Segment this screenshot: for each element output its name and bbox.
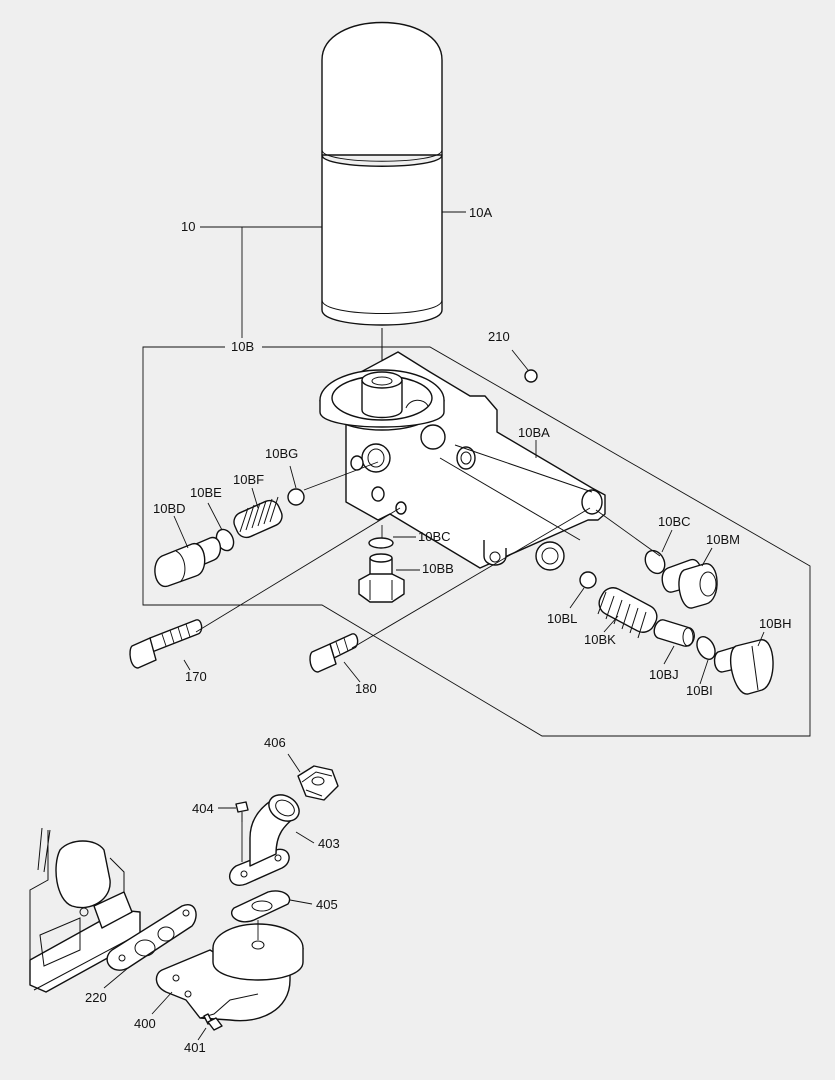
label-10bd: 10BD <box>153 501 186 516</box>
label-10ba: 10BA <box>518 425 550 440</box>
o-ring-10bc-bottom[interactable] <box>368 537 394 549</box>
gasket-220[interactable] <box>106 904 197 971</box>
o-ring-10bi[interactable] <box>693 634 718 663</box>
label-10bc-bottom: 10BC <box>418 529 451 544</box>
label-10bb: 10BB <box>422 561 454 576</box>
label-180: 180 <box>355 681 377 696</box>
fitting-10bb[interactable] <box>358 553 405 603</box>
assembly-boundary <box>142 346 811 737</box>
part-labels: 10 10A 10B 210 10BA 10BG 10BF 10BE 10BD … <box>85 205 792 1055</box>
label-400: 400 <box>134 1016 156 1031</box>
label-10bk: 10BK <box>584 632 616 647</box>
plug-10bd[interactable] <box>154 536 221 587</box>
label-406: 406 <box>264 735 286 750</box>
label-10bf: 10BF <box>233 472 264 487</box>
oil-filter-cartridge[interactable] <box>321 21 443 373</box>
bolt-170[interactable] <box>129 619 203 669</box>
filter-head-bracket[interactable] <box>319 351 606 571</box>
oil-filler-case-400[interactable] <box>155 923 304 1022</box>
filler-pipe-403[interactable] <box>228 790 304 886</box>
label-401: 401 <box>184 1040 206 1055</box>
plug-10bh[interactable] <box>713 639 774 695</box>
o-ring-10bc-right[interactable] <box>641 547 668 577</box>
label-10bc-right: 10BC <box>658 514 691 529</box>
check-ball-10bl[interactable] <box>579 571 597 589</box>
bolt-404[interactable] <box>235 801 249 822</box>
label-10: 10 <box>181 219 195 234</box>
piston-10bj[interactable] <box>653 619 695 647</box>
label-403: 403 <box>318 836 340 851</box>
label-220: 220 <box>85 990 107 1005</box>
label-10bi: 10BI <box>686 683 713 698</box>
label-10bm: 10BM <box>706 532 740 547</box>
label-404: 404 <box>192 801 214 816</box>
label-210: 210 <box>488 329 510 344</box>
label-405: 405 <box>316 897 338 912</box>
gasket-405[interactable] <box>231 890 291 923</box>
label-10bg: 10BG <box>265 446 298 461</box>
plug-10bm[interactable] <box>661 559 718 609</box>
label-10be: 10BE <box>190 485 222 500</box>
engine-block-side <box>29 827 151 993</box>
label-10bj: 10BJ <box>649 667 679 682</box>
leader-lines-upper <box>173 211 765 685</box>
label-10bh: 10BH <box>759 616 792 631</box>
filler-cap-406[interactable] <box>297 765 339 801</box>
bolt-180[interactable] <box>309 633 359 673</box>
spring-10bk[interactable] <box>595 584 661 639</box>
o-ring-210[interactable] <box>524 369 538 383</box>
label-170: 170 <box>185 669 207 684</box>
label-10a: 10A <box>469 205 492 220</box>
bolt-401[interactable] <box>203 1013 223 1031</box>
label-10b: 10B <box>231 339 254 354</box>
label-10bl: 10BL <box>547 611 577 626</box>
check-ball-10bg[interactable] <box>287 488 305 506</box>
spring-10bf[interactable] <box>231 496 285 541</box>
leader-lines-lower <box>103 753 315 1041</box>
